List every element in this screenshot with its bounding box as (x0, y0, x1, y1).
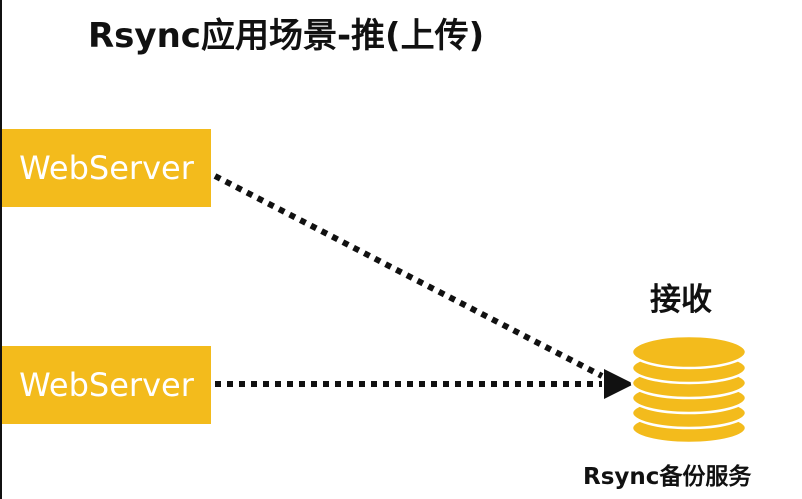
webserver-label-2: WebServer (19, 366, 194, 404)
db-layer-1 (630, 334, 748, 370)
webserver-box-1: WebServer (2, 129, 211, 207)
arrowhead-icon (604, 369, 634, 399)
diagram-title: Rsync应用场景-推(上传) (88, 16, 485, 56)
webserver-box-2: WebServer (2, 346, 211, 424)
left-border-line (0, 0, 2, 499)
database-stack-icon (630, 334, 748, 445)
webserver-label-1: WebServer (19, 149, 194, 187)
arrow-1 (213, 173, 604, 379)
dotted-line-1 (213, 173, 604, 379)
backup-service-label: Rsync备份服务 (583, 464, 752, 490)
receive-label: 接收 (650, 282, 712, 318)
